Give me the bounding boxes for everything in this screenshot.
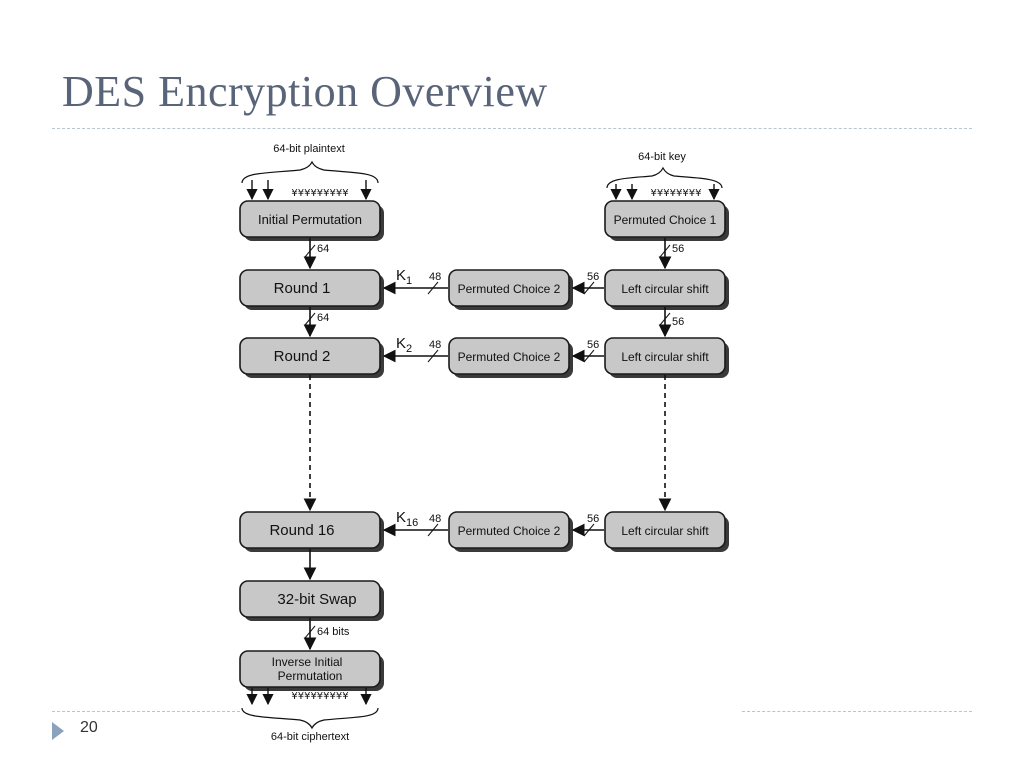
page-number: 20 [80,719,98,736]
key-path-width-slashes [659,244,671,326]
inverse-initial-permutation-box: Inverse Initial Permutation [239,650,384,691]
pc2-16-width: 48 [429,513,441,525]
ciphertext-output-arrows [246,688,372,706]
32-bit-swap-box: 32-bit Swap [239,580,384,621]
subkey-width-slashes [427,281,595,537]
round-16-box: Round 16 [239,511,384,552]
round-2-box: Round 2 [239,337,384,378]
svg-text:Initial Permutation: Initial Permutation [258,212,362,227]
svg-text:Left circular shift: Left circular shift [621,350,709,364]
svg-text:Left circular shift: Left circular shift [621,282,709,296]
left-circular-shift-box-1: Left circular shift [604,269,729,310]
pc2-1-width: 48 [429,271,441,283]
ciphertext-bit-ticks: ¥¥¥¥¥¥¥¥¥ [291,691,348,702]
left-circular-shift-box-2: Left circular shift [604,337,729,378]
key-brace [606,166,723,189]
svg-text:Inverse Initial: Inverse Initial [272,655,343,669]
plaintext-brace [241,160,379,184]
permuted-choice-1-box: Permuted Choice 1 [604,200,729,241]
permuted-choice-2-box-1: Permuted Choice 2 [448,269,573,310]
plaintext-input-arrows [246,180,372,201]
svg-text:Round 16: Round 16 [269,522,334,539]
key-input-arrows [610,184,720,201]
svg-text:K: K [396,335,406,352]
subkey-k1-label: K 1 [396,267,412,287]
svg-text:2: 2 [406,343,412,355]
ciphertext-label: 64-bit ciphertext [271,731,349,743]
permuted-choice-2-box-2: Permuted Choice 2 [448,337,573,378]
shift2-to-pc2-width: 56 [587,339,599,351]
pc1-width-label: 56 [672,243,684,255]
left-circular-shift-box-16: Left circular shift [604,511,729,552]
round1-width-label: 64 [317,312,329,324]
shift1-width-label: 56 [672,316,684,328]
svg-text:32-bit Swap: 32-bit Swap [277,591,356,608]
key-label: 64-bit key [638,151,686,163]
svg-text:Permuted Choice 1: Permuted Choice 1 [614,213,717,227]
svg-text:Round 1: Round 1 [274,280,331,297]
round-1-box: Round 1 [239,269,384,310]
title-divider [52,128,972,129]
svg-text:K: K [396,509,406,526]
svg-text:16: 16 [406,517,418,529]
ciphertext-brace [241,707,379,730]
shift16-to-pc2-width: 56 [587,513,599,525]
footer-divider-right [742,711,972,712]
svg-text:K: K [396,267,406,284]
svg-text:Permutation: Permutation [278,669,343,683]
subkey-k16-label: K 16 [396,509,418,529]
svg-text:Permuted Choice 2: Permuted Choice 2 [458,282,561,296]
subkey-arrows [382,281,604,537]
svg-text:Round 2: Round 2 [274,348,331,365]
svg-text:Permuted Choice 2: Permuted Choice 2 [458,524,561,538]
plaintext-bit-ticks: ¥¥¥¥¥¥¥¥¥ [291,188,348,199]
footer-divider-left [52,711,240,712]
svg-text:1: 1 [406,275,412,287]
subkey-k2-label: K 2 [396,335,412,355]
plaintext-label: 64-bit plaintext [273,143,345,155]
pc2-2-width: 48 [429,339,441,351]
key-bit-ticks: ¥¥¥¥¥¥¥¥ [651,188,702,199]
svg-text:Left circular shift: Left circular shift [621,524,709,538]
permuted-choice-2-box-16: Permuted Choice 2 [448,511,573,552]
shift1-to-pc2-width: 56 [587,271,599,283]
page-marker-icon [52,722,64,740]
slide-title: DES Encryption Overview [62,67,548,116]
svg-text:Permuted Choice 2: Permuted Choice 2 [458,350,561,364]
data-path-width-slashes [304,244,316,639]
swap-width-label: 64 bits [317,626,350,638]
ip-width-label: 64 [317,243,329,255]
initial-permutation-box: Initial Permutation [239,200,384,241]
